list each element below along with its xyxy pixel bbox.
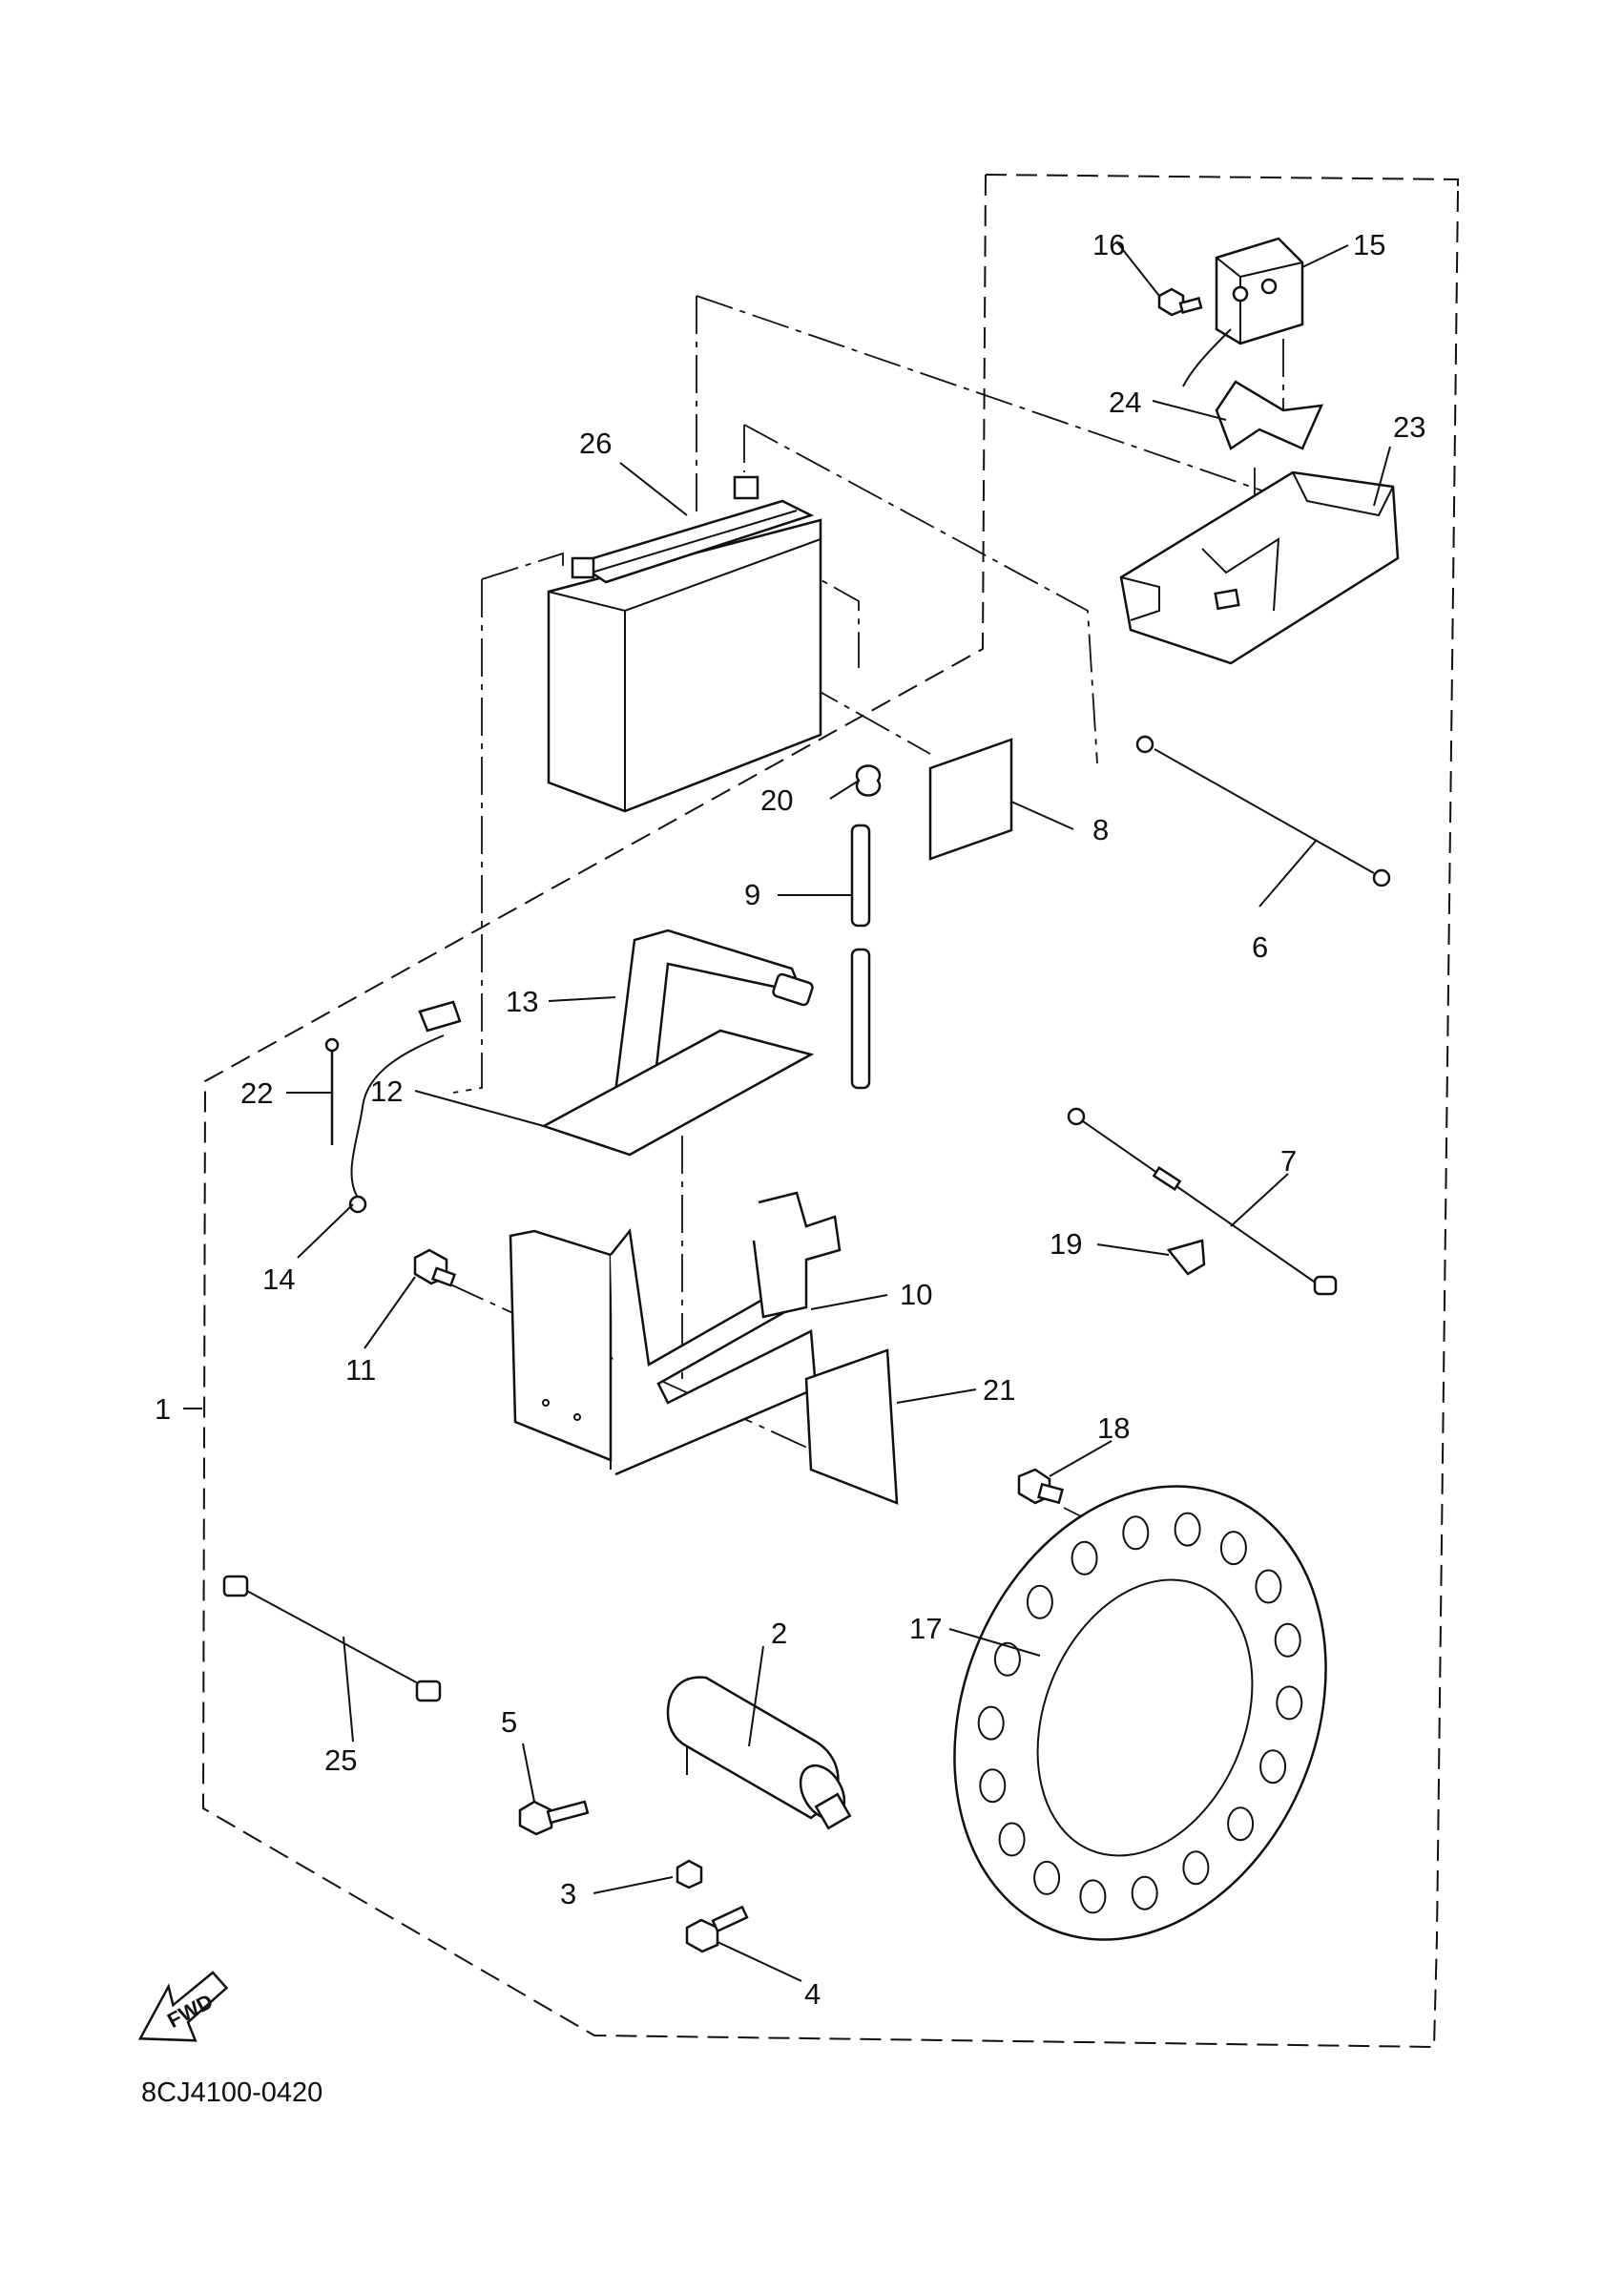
gear-hole bbox=[1255, 1569, 1282, 1604]
breather-hose-clip bbox=[855, 764, 882, 797]
callout-labels: 1 2 3 4 5 6 7 8 9 10 11 12 13 14 15 16 1… bbox=[155, 228, 1425, 2011]
case-bolt bbox=[413, 1248, 457, 1287]
callout-9: 9 bbox=[744, 878, 760, 911]
cable-band bbox=[324, 1037, 340, 1145]
gear-hole bbox=[998, 1822, 1026, 1857]
breather-hose bbox=[850, 824, 871, 1090]
callout-17: 17 bbox=[909, 1612, 942, 1645]
callout-11: 11 bbox=[345, 1353, 376, 1387]
diagram-code: 8CJ4100-0420 bbox=[141, 2077, 322, 2108]
callout-21: 21 bbox=[983, 1373, 1015, 1407]
starter-relay-cover bbox=[1119, 470, 1400, 665]
gear-hole bbox=[1071, 1540, 1098, 1576]
callout-6: 6 bbox=[1252, 930, 1268, 964]
gear-hole bbox=[977, 1705, 1005, 1741]
battery bbox=[547, 475, 822, 813]
starter-relay bbox=[1182, 237, 1304, 387]
wire-holder bbox=[1166, 1239, 1206, 1276]
starter-motor bbox=[666, 1676, 852, 1830]
gear-hole bbox=[1033, 1860, 1061, 1895]
starter-bolt-4 bbox=[685, 1905, 749, 1953]
relay-bracket bbox=[1215, 380, 1324, 450]
callout-16: 16 bbox=[1092, 228, 1125, 261]
callout-13: 13 bbox=[506, 985, 538, 1018]
callout-1: 1 bbox=[155, 1392, 171, 1426]
wire-harness bbox=[222, 1575, 442, 1702]
callout-14: 14 bbox=[262, 1263, 295, 1296]
callout-8: 8 bbox=[1092, 813, 1109, 846]
callout-leaders bbox=[183, 240, 1391, 1982]
callout-19: 19 bbox=[1050, 1227, 1082, 1261]
minus-lead-wire bbox=[348, 1000, 462, 1214]
callout-26: 26 bbox=[579, 427, 612, 460]
gear-hole bbox=[1227, 1806, 1255, 1842]
callout-15: 15 bbox=[1353, 228, 1385, 261]
callout-24: 24 bbox=[1109, 386, 1141, 419]
forward-arrow: FWD bbox=[137, 1971, 229, 2042]
battery-board bbox=[540, 1029, 815, 1157]
gear-hole bbox=[979, 1768, 1007, 1804]
battery-case bbox=[509, 1191, 842, 1476]
callout-7: 7 bbox=[1280, 1144, 1297, 1178]
callout-20: 20 bbox=[760, 783, 793, 817]
battery-pad bbox=[928, 738, 1013, 861]
assembly-boundary-outline bbox=[201, 174, 1459, 2049]
callout-23: 23 bbox=[1393, 410, 1425, 444]
lead-wire bbox=[1067, 1107, 1338, 1296]
gear-hole bbox=[1259, 1749, 1287, 1785]
callout-18: 18 bbox=[1097, 1411, 1130, 1445]
gear-hole bbox=[1026, 1584, 1053, 1619]
gear-hole bbox=[1274, 1622, 1301, 1658]
gear-hole bbox=[1122, 1515, 1150, 1551]
starter-bolt-5 bbox=[518, 1800, 590, 1836]
gear-hole bbox=[1182, 1850, 1210, 1886]
cover-plate bbox=[804, 1348, 899, 1505]
callout-2: 2 bbox=[771, 1617, 787, 1650]
gear-hole bbox=[1079, 1879, 1107, 1914]
callout-4: 4 bbox=[804, 1977, 821, 2011]
relay-screw bbox=[1157, 287, 1203, 317]
starter-nut bbox=[676, 1859, 703, 1889]
callout-10: 10 bbox=[900, 1278, 932, 1311]
starter-lead-wire bbox=[1135, 735, 1391, 887]
ring-gear-bolt bbox=[1017, 1468, 1064, 1505]
gear-hole bbox=[1174, 1512, 1201, 1547]
gear-hole bbox=[1276, 1685, 1303, 1721]
gear-hole bbox=[1131, 1875, 1158, 1910]
gear-hole bbox=[993, 1641, 1021, 1677]
gear-hole bbox=[1219, 1531, 1247, 1566]
callout-25: 25 bbox=[324, 1743, 357, 1777]
callout-5: 5 bbox=[501, 1705, 517, 1739]
starter-wheel-gear bbox=[953, 1485, 1327, 1941]
callout-12: 12 bbox=[370, 1075, 403, 1108]
callout-22: 22 bbox=[240, 1076, 273, 1110]
callout-3: 3 bbox=[560, 1877, 576, 1910]
